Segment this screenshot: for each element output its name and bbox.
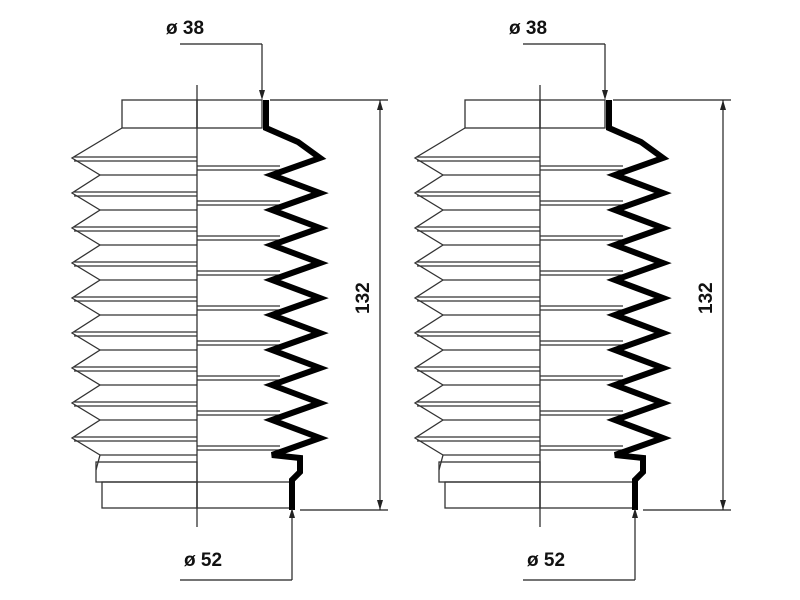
top-dim-arrow bbox=[259, 90, 265, 100]
bottom-skirt bbox=[438, 461, 541, 483]
length-label: 132 bbox=[696, 282, 717, 314]
bellows-right: ø 38 ø 52 132 bbox=[413, 18, 731, 581]
left-convolution-outline bbox=[70, 127, 123, 471]
bellows-left: ø 38 ø 52 132 bbox=[70, 18, 388, 581]
length-label: 132 bbox=[353, 282, 374, 314]
length-arrow-top bbox=[720, 100, 726, 110]
top-collar-right bbox=[196, 99, 263, 129]
top-collar bbox=[121, 99, 198, 129]
length-arrow-bottom bbox=[377, 500, 383, 510]
bottom-collar bbox=[444, 481, 541, 509]
bottom-dim-arrow bbox=[632, 508, 638, 518]
top-diameter-label: ø 38 bbox=[509, 18, 547, 39]
top-collar-right bbox=[539, 99, 606, 129]
left-convolution-outline bbox=[413, 127, 466, 471]
top-dim-arrow bbox=[602, 90, 608, 100]
bottom-collar-right bbox=[196, 481, 293, 509]
top-diameter-label: ø 38 bbox=[166, 18, 204, 39]
length-arrow-bottom bbox=[720, 500, 726, 510]
bottom-dim-arrow bbox=[289, 508, 295, 518]
wall-profile bbox=[606, 100, 672, 510]
wall-profile bbox=[263, 100, 329, 510]
length-arrow-top bbox=[377, 100, 383, 110]
top-collar bbox=[464, 99, 541, 129]
bottom-collar bbox=[101, 481, 198, 509]
bottom-collar-right bbox=[539, 481, 636, 509]
bottom-skirt bbox=[95, 461, 198, 483]
bottom-diameter-label: ø 52 bbox=[527, 550, 565, 571]
bottom-diameter-label: ø 52 bbox=[184, 550, 222, 571]
